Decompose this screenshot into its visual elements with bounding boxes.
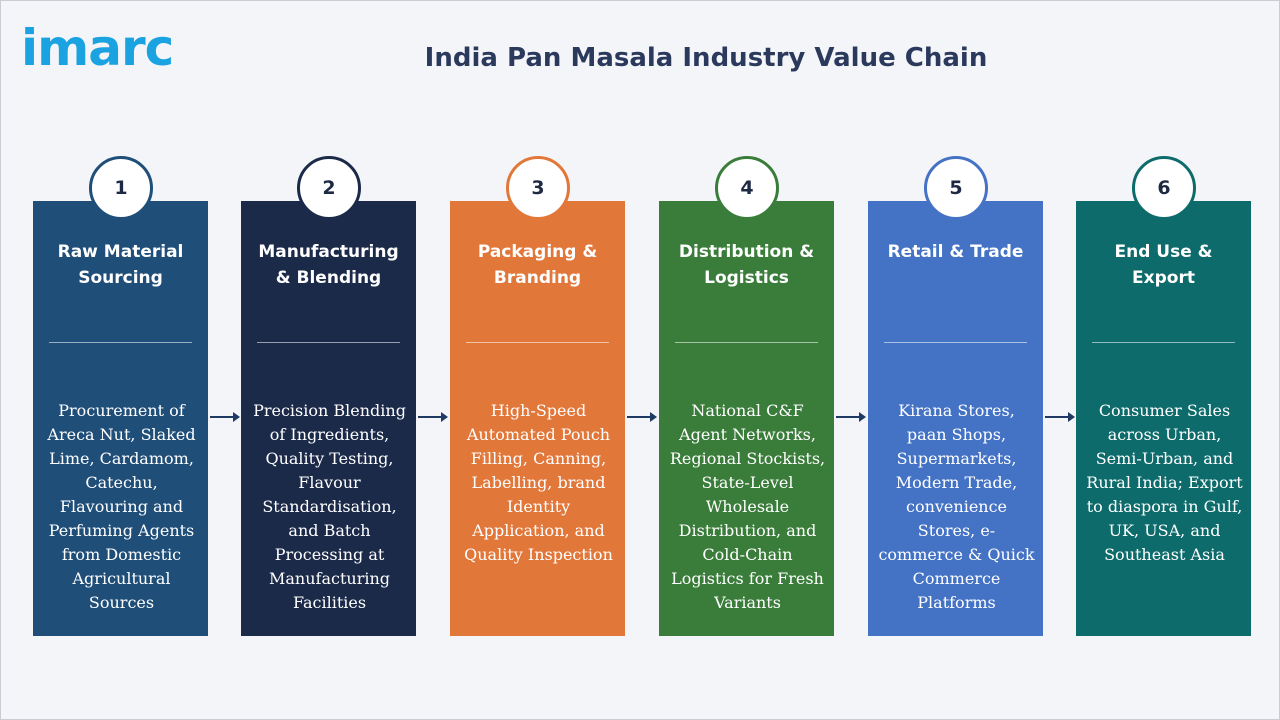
step-retail-trade: 5 Retail & Trade Kirana Stores, paan Sho… (868, 156, 1043, 636)
arrow-right-icon (418, 412, 448, 422)
step-distribution-logistics: 4 Distribution & Logistics National C&F … (659, 156, 834, 636)
logo-text: imarc (21, 19, 174, 77)
arrow-right-icon (836, 412, 866, 422)
page-title: India Pan Masala Industry Value Chain (424, 43, 988, 73)
step-divider (49, 342, 192, 343)
step-title: Manufacturing & Blending (258, 242, 399, 288)
step-packaging-branding: 3 Packaging & Branding High-Speed Automa… (450, 156, 625, 636)
step-number-badge: 1 (89, 156, 153, 220)
step-number-badge: 5 (924, 156, 988, 220)
step-box (33, 201, 208, 636)
step-divider (257, 342, 400, 343)
step-divider (1092, 342, 1235, 343)
arrow-right-icon (627, 412, 657, 422)
step-box (868, 201, 1043, 636)
step-number-badge: 4 (715, 156, 779, 220)
step-description: High-Speed Automated Pouch Filling, Cann… (464, 401, 613, 564)
step-description: Precision Blending of Ingredients, Quali… (253, 401, 406, 612)
step-description: Procurement of Areca Nut, Slaked Lime, C… (47, 401, 196, 612)
imarc-logo: imarc (21, 15, 206, 81)
step-title: Retail & Trade (887, 242, 1024, 262)
step-title: Packaging & Branding (477, 242, 598, 288)
step-raw-material-sourcing: 1 Raw Material Sourcing Procurement of A… (33, 156, 208, 636)
step-description: National C&F Agent Networks, Regional St… (669, 401, 826, 612)
step-number-badge: 2 (297, 156, 361, 220)
step-manufacturing-blending: 2 Manufacturing & Blending Precision Ble… (241, 156, 416, 636)
step-divider (884, 342, 1027, 343)
step-number-badge: 6 (1132, 156, 1196, 220)
step-box (241, 201, 416, 636)
step-description: Kirana Stores, paan Shops, Supermarkets,… (878, 401, 1035, 612)
arrow-right-icon (210, 412, 240, 422)
step-end-use-export: 6 End Use & Export Consumer Sales across… (1076, 156, 1251, 636)
step-box (659, 201, 834, 636)
step-divider (675, 342, 818, 343)
step-box (1076, 201, 1251, 636)
step-title: Distribution & Logistics (678, 242, 815, 288)
step-title: End Use & Export (1114, 242, 1213, 288)
arrow-right-icon (1045, 412, 1075, 422)
step-divider (466, 342, 609, 343)
step-title: Raw Material Sourcing (57, 242, 184, 288)
step-box (450, 201, 625, 636)
step-description: Consumer Sales across Urban, Semi-Urban,… (1086, 401, 1243, 564)
step-number-badge: 3 (506, 156, 570, 220)
